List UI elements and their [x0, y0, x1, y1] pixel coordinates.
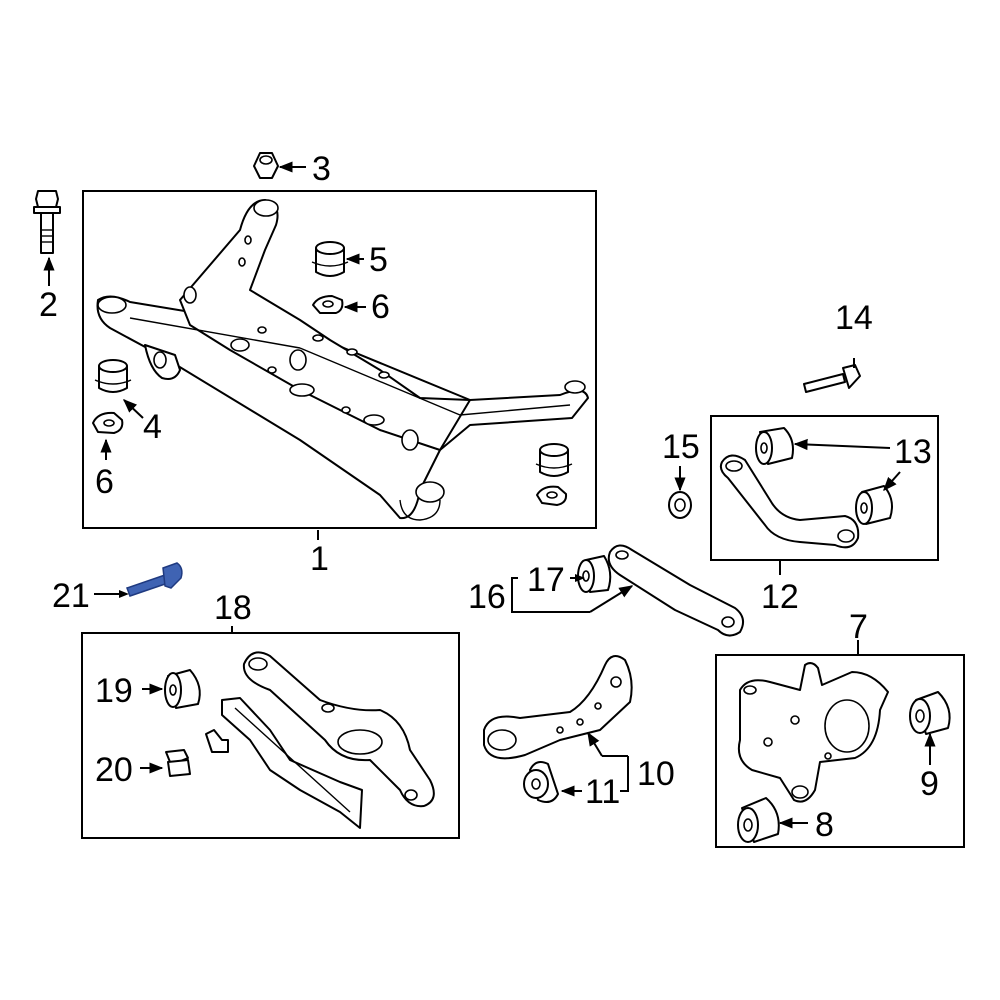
bolt-part-14[interactable]	[803, 364, 861, 393]
callout-12: 12	[761, 578, 799, 616]
nut-part-3[interactable]	[253, 152, 279, 179]
bushing-part-4[interactable]	[94, 359, 132, 393]
callout-20: 20	[95, 751, 133, 789]
bushing-part-5[interactable]	[311, 241, 349, 277]
lateral-link-part-16[interactable]	[607, 544, 745, 637]
callout-16: 16	[468, 578, 506, 616]
bushing-part-11[interactable]	[523, 761, 559, 803]
bushing-part-13-upper[interactable]	[755, 427, 794, 465]
trailing-arm-part-10[interactable]	[483, 655, 633, 760]
lower-arm-part-18[interactable]	[242, 651, 435, 808]
callout-19: 19	[95, 672, 133, 710]
subframe-part-1[interactable]	[96, 199, 589, 521]
callout-8: 8	[815, 806, 834, 844]
callout-6b: 6	[95, 463, 114, 501]
bolt-part-2[interactable]	[33, 190, 61, 254]
plate-lower-right[interactable]	[536, 485, 568, 506]
callout-3: 3	[312, 150, 331, 188]
plate-part-6-upper[interactable]	[312, 295, 344, 314]
callout-7: 7	[849, 608, 868, 646]
washer-part-15[interactable]	[668, 491, 692, 519]
callout-labels: 1 2 3 4 5 6 6 7 8 9 10 11 12 13 14 15 16…	[39, 150, 939, 844]
leader-lines	[43, 161, 936, 829]
control-arm-part-12[interactable]	[719, 454, 860, 549]
callout-17: 17	[527, 561, 565, 599]
group-box-7	[715, 654, 965, 848]
callout-9: 9	[920, 765, 939, 803]
plate-part-6-lower[interactable]	[92, 411, 124, 434]
knuckle-part-7[interactable]	[737, 662, 889, 803]
callout-4: 4	[143, 408, 162, 446]
callout-14: 14	[835, 299, 873, 337]
bushing-part-13-lower[interactable]	[855, 485, 893, 525]
callout-11: 11	[585, 773, 620, 811]
clip-bracket[interactable]	[205, 729, 229, 753]
callout-13: 13	[894, 433, 932, 471]
callout-6a: 6	[371, 288, 390, 326]
bolt-part-21-highlighted[interactable]	[126, 562, 183, 597]
bushing-part-19[interactable]	[164, 669, 201, 709]
callout-1: 1	[310, 540, 329, 578]
bushing-part-9[interactable]	[909, 691, 951, 735]
callout-5: 5	[369, 241, 388, 279]
bushing-lower-right[interactable]	[535, 443, 573, 477]
stabilizer-bracket[interactable]	[221, 697, 363, 829]
group-box-12	[710, 415, 939, 561]
bolt-part-20[interactable]	[165, 749, 191, 777]
callout-10: 10	[637, 755, 675, 793]
callout-21: 21	[52, 577, 90, 615]
group-box-18	[81, 632, 460, 839]
bushing-part-8[interactable]	[737, 797, 780, 843]
group-box-1	[82, 190, 597, 529]
callout-15: 15	[662, 428, 700, 466]
callout-18: 18	[214, 589, 252, 627]
callout-2: 2	[39, 286, 58, 324]
bushing-part-17[interactable]	[577, 555, 612, 593]
